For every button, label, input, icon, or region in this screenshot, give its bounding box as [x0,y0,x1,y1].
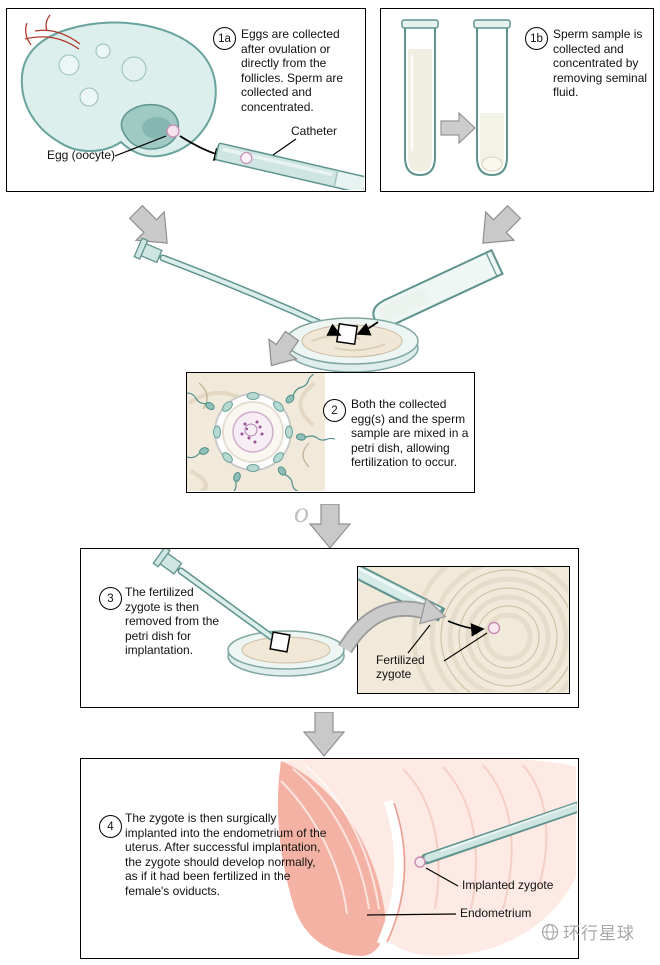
step-3-panel: Fertilized zygote 3 The fertilized zygot… [80,548,579,708]
test-tubes-illustration [401,19,511,177]
arrow-to-inset-icon [338,597,447,654]
step-4-badge: 4 [99,815,122,838]
arrow-to-step2-icon [268,330,300,367]
step-2-badge: 2 [323,399,346,422]
step-4-panel: 4 The zygote is then surgically implante… [80,758,579,959]
endometrium-label: Endometrium [460,906,532,920]
mixing-illustration [128,204,522,372]
ovary-catheter-illustration [20,14,364,190]
fertilized-zygote-illustration [358,567,568,692]
brand-watermark-text: 环行星球 [563,924,635,943]
egg-oocyte-label: Egg (oocyte) [47,148,116,162]
step-3-badge: 3 [99,587,122,610]
tilted-tube-icon [372,248,504,328]
step-1b-caption: Sperm sample is collected and concentrat… [553,27,648,99]
fertilized-zygote-label: Fertilized zygote [376,653,425,681]
step-4-caption: The zygote is then surgically implanted … [125,811,327,898]
brand-watermark: 环行星球 [541,919,635,944]
globe-icon [541,923,559,940]
step-2-panel: 2 Both the collected egg(s) and the sper… [186,372,475,493]
arrow-from-1b-icon [482,204,522,244]
zygote-removal-illustration [152,549,345,677]
arrow-to-step4-icon [302,712,346,757]
watermark-fragment: o [294,496,309,529]
uterus-implantation-illustration [277,759,577,956]
arrow-from-1a-icon [128,204,168,244]
step-1a-badge: 1a [213,27,236,50]
zygote-inset-panel: Fertilized zygote [357,566,570,694]
step-1a-panel: 1a Eggs are collected after ovulation or… [6,8,366,192]
step-1b-badge: 1b [525,27,548,50]
step-2-caption: Both the collected egg(s) and the sperm … [351,397,469,469]
step-1b-panel: 1b Sperm sample is collected and concent… [380,8,654,192]
sperm-icons [187,373,336,491]
step-1a-caption: Eggs are collected after ovulation or di… [241,27,344,114]
arrow-to-step3-icon [308,504,352,549]
implanted-zygote-label: Implanted zygote [462,878,554,892]
fertilization-illustration [187,373,336,491]
catheter-connector-icon [133,237,163,264]
catheter-label: Catheter [291,124,338,138]
step-3-caption: The fertilized zygote is then removed fr… [125,585,220,657]
